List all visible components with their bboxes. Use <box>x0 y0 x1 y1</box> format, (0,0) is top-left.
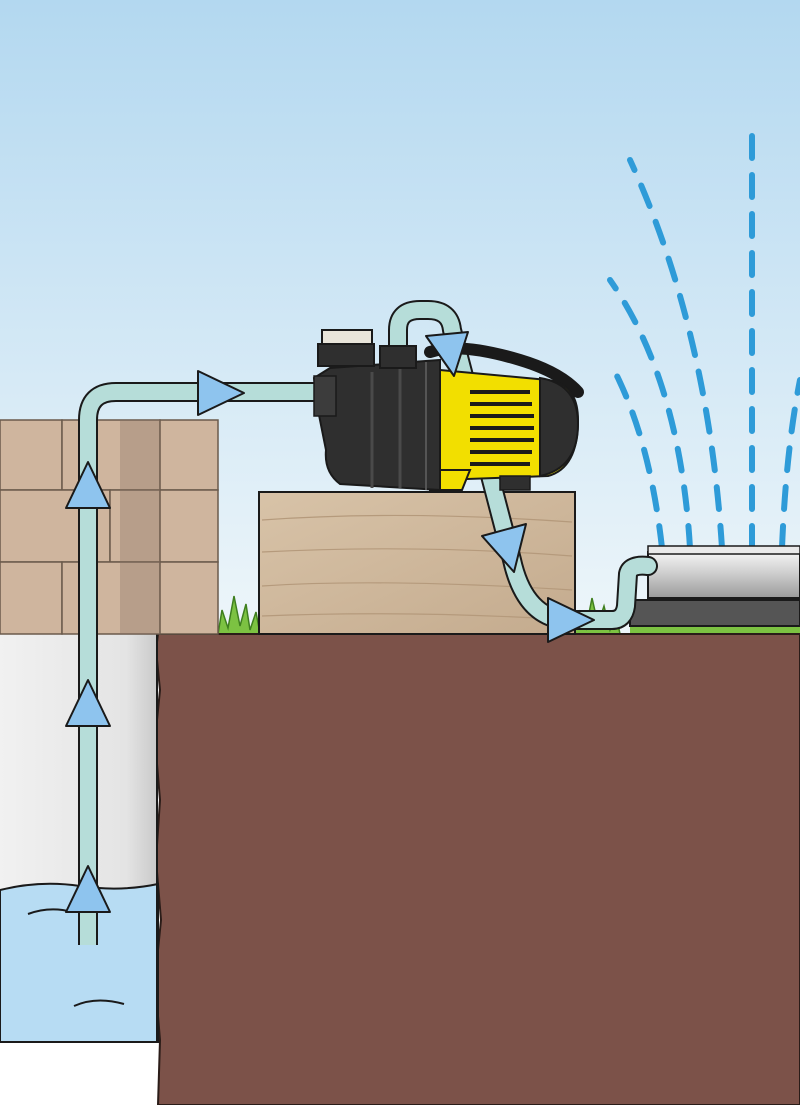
flow-arrow-well-middle <box>65 679 111 727</box>
flow-arrow-to-pump <box>197 370 245 416</box>
brick-wall <box>0 419 219 635</box>
flow-arrow-well-top <box>65 461 111 509</box>
ground <box>153 633 800 1105</box>
flow-arrow-pump-outlet <box>425 331 469 377</box>
motor-end-cap <box>539 376 580 478</box>
motor-fins <box>470 390 534 466</box>
brick-wall-shade <box>120 420 160 634</box>
pump-outlet <box>379 345 417 369</box>
sprinkler <box>629 545 800 627</box>
water-spray <box>607 127 800 551</box>
pump <box>312 329 584 492</box>
flow-arrow-hose-middle <box>481 523 527 573</box>
flow-arrow-well-bottom <box>65 865 111 913</box>
flow-arrow-to-sprinkler <box>547 597 595 643</box>
water-ripple <box>73 999 125 1007</box>
